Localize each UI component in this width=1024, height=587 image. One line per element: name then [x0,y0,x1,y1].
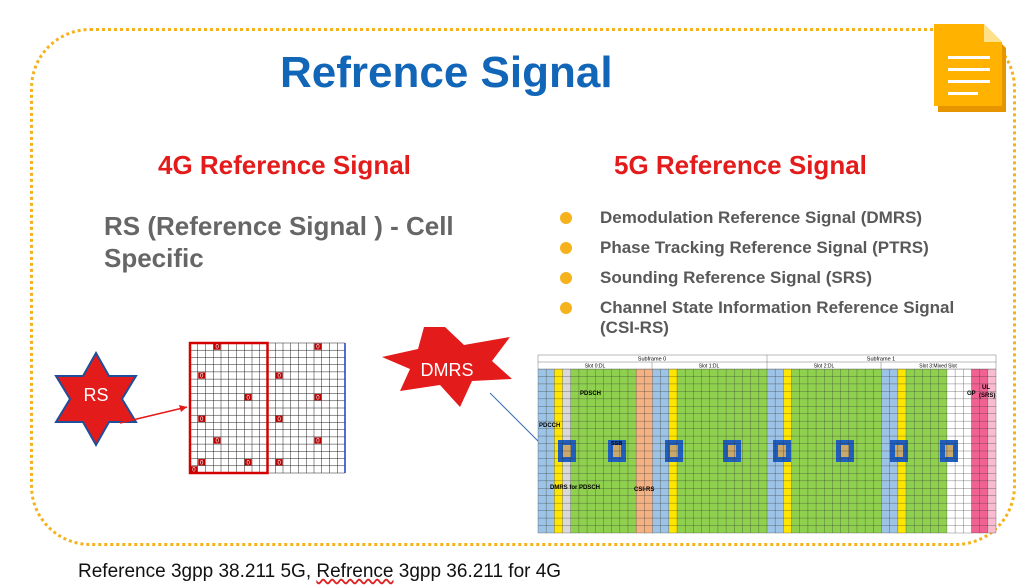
dmrs-for-pdsch-label: DMRS for PDSCH [550,485,600,491]
rs-cell-label: 0 [200,417,204,423]
list-item-label: Channel State Information Reference Sign… [600,298,955,337]
rs-cell-label: 0 [200,374,204,380]
lte-slot-border [188,341,269,475]
5g-heading: 5G Reference Signal [614,150,867,180]
rs-cell [314,437,322,444]
rs-cell-label: 0 [316,395,320,401]
rs-cell [190,466,198,473]
bullet-icon [560,302,572,314]
gp-label: GP [967,391,976,397]
rs-cell [244,394,252,401]
ul-label: UL [982,385,990,391]
rs-cell [198,459,205,466]
bullet-icon [560,242,572,254]
dmrs-burst-label: DMRS [421,360,474,380]
nr-slot-figure: DMRS Subframe 0 Subframe 1 Slot 0:DL Slo… [382,327,997,534]
4g-heading: 4G Reference Signal [158,150,411,180]
rs-cell [314,394,322,401]
rs-cell-label: 0 [316,345,320,351]
subframe1-label: Subframe 1 [867,357,895,363]
rs-star-label: RS [83,385,108,405]
footer-reference: Reference 3gpp 38.211 5G, Refrence 3gpp … [78,561,561,583]
rs-cell [213,343,221,350]
list-item-label: Phase Tracking Reference Signal (PTRS) [600,238,929,257]
slot2-label: Slot 2:DL [814,364,835,370]
rs-cell [244,459,252,466]
footer-text-misspelled: Refrence [316,561,394,582]
rs-cell-label: 0 [246,460,250,466]
list-item: Sounding Reference Signal (SRS) [560,268,960,288]
rs-pointer-arrow [119,406,188,424]
rs-cell-label: 0 [277,417,281,423]
rs-cell-label: 0 [192,468,196,474]
rs-cell-label: 0 [246,395,250,401]
bullet-icon [560,212,572,224]
nr-resource-grid: Subframe 0 Subframe 1 Slot 0:DL Slot 1:D… [537,354,997,534]
list-item-label: Sounding Reference Signal (SRS) [600,268,873,287]
rs-cell-label: 0 [200,460,204,466]
pdsch-label: PDSCH [580,391,601,397]
rs-cell [275,459,283,466]
dmrs-burst [382,327,512,407]
slot0-label: Slot 0:DL [585,364,606,370]
rs-cell [275,415,283,422]
rs-cell-label: 0 [215,439,219,445]
rs-description: RS (Reference Signal ) - Cell Specific [104,211,454,273]
slot1-label: Slot 1:DL [699,364,720,370]
srs-label: (SRS) [979,393,995,399]
pdcch-label: PDCCH [539,423,560,429]
rs-cell-label: 0 [277,374,281,380]
footer-text-4g: 3gpp 36.211 for 4G [393,561,562,582]
document-icon[interactable] [930,20,1012,116]
rs-cell [275,372,283,379]
rs-cell [198,372,205,379]
ssb-label: SSB [611,441,622,447]
rs-cell [314,343,322,350]
list-item: Phase Tracking Reference Signal (PTRS) [560,238,960,258]
dotted-frame [30,28,1016,546]
rs-cell [213,437,221,444]
list-item-label: Demodulation Reference Signal (DMRS) [600,208,923,227]
5g-signal-list: Demodulation Reference Signal (DMRS) Pha… [560,208,960,348]
bullet-icon [560,272,572,284]
csi-rs-label: CSI-RS [634,487,654,493]
subframe0-label: Subframe 0 [638,357,666,363]
rs-cell-label: 0 [277,460,281,466]
list-item: Demodulation Reference Signal (DMRS) [560,208,960,228]
list-item: Channel State Information Reference Sign… [560,298,960,338]
rs-cell [198,415,205,422]
footer-text-5g: Reference 3gpp 38.211 5G, [78,561,317,582]
rs-star [54,350,138,448]
rs-cell-label: 0 [316,439,320,445]
slot3-label: Slot 3:Mixed Slot [919,364,957,370]
rs-cell-label: 0 [215,345,219,351]
page-title: Refrence Signal [280,48,613,97]
